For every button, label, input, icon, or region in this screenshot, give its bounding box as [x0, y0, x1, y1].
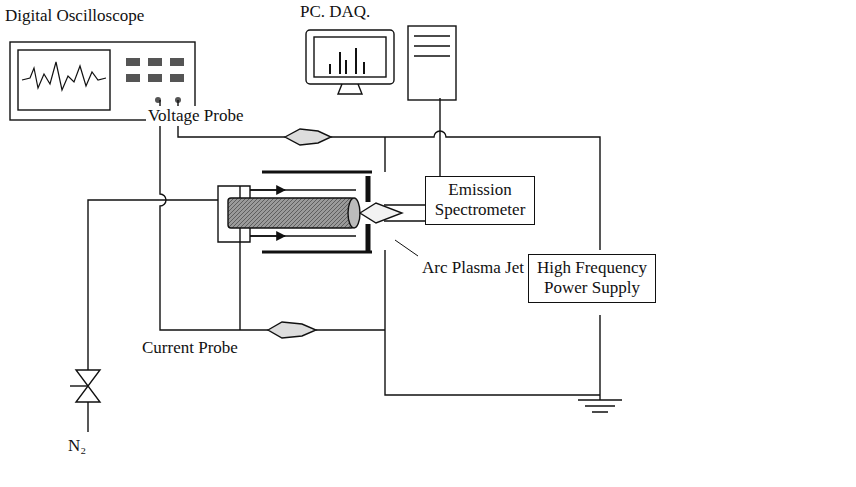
anode-plate	[262, 251, 372, 254]
gas-channel	[250, 235, 356, 236]
optical-fiber	[384, 205, 425, 221]
device-label: Digital Oscilloscope	[5, 6, 205, 26]
oscilloscope-screen	[18, 50, 110, 110]
cathode-rod	[228, 198, 354, 228]
computer: PC. DAQ.	[300, 2, 460, 100]
process-box: High Frequency Power Supply	[528, 254, 656, 303]
gas-channel	[250, 189, 356, 190]
box-text: High Frequency Power Supply	[535, 258, 649, 299]
device-label: PC. DAQ.	[300, 2, 460, 22]
monitor-stand	[338, 84, 362, 94]
probe-label: Current Probe	[140, 338, 240, 358]
scope-buttons	[126, 58, 184, 103]
voltage-probe	[285, 129, 331, 145]
ground-symbol	[578, 400, 622, 412]
current-probe	[268, 322, 316, 338]
gas-label: N₂	[66, 436, 88, 456]
drive-bays	[414, 36, 450, 56]
cathode-tip	[348, 198, 360, 228]
plasma-jet	[360, 203, 402, 223]
voltage-wire	[331, 131, 600, 250]
valve-stem	[70, 385, 88, 386]
leader-line	[395, 240, 418, 256]
oscilloscope: Digital Oscilloscope	[5, 6, 205, 122]
waveform	[22, 62, 106, 90]
process-box: Emission Spectrometer	[425, 176, 535, 225]
monitor	[306, 30, 394, 84]
gas-line	[87, 402, 88, 432]
box-text: Emission Spectrometer	[432, 180, 528, 221]
probe-label: Voltage Probe	[146, 106, 246, 126]
spectrum-bars	[330, 48, 364, 74]
pc-tower	[408, 26, 456, 100]
part-label: Arc Plasma Jet	[420, 258, 526, 278]
monitor-screen	[314, 37, 386, 77]
signal-wire	[439, 98, 440, 176]
ground-wire	[599, 315, 600, 400]
anode-plate	[262, 171, 372, 174]
